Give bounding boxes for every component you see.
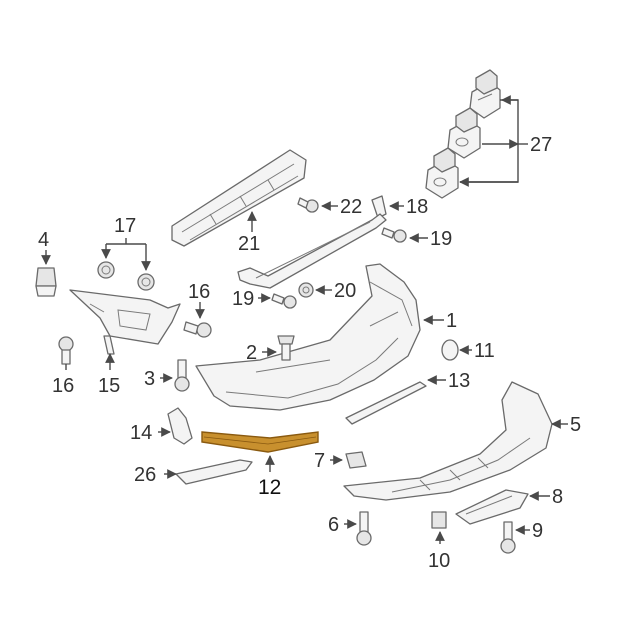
bracket-18: 18 [371, 195, 428, 219]
callout-10: 10 [428, 550, 450, 572]
callout-6: 6 [328, 514, 339, 536]
trim-26: 26 [134, 459, 253, 486]
bumper-support-rail [237, 213, 387, 289]
callout-21: 21 [238, 233, 260, 255]
bracket-14: 14 [130, 407, 193, 445]
clip-10: 10 [428, 511, 450, 572]
callout-7: 7 [314, 450, 325, 472]
callout-26: 26 [134, 464, 156, 486]
callout-9: 9 [532, 520, 543, 542]
callout-18: 18 [406, 196, 428, 218]
bolt-19-right: 19 [381, 227, 452, 250]
bolt-3: 3 [144, 359, 190, 392]
parking-sensor-middle [447, 107, 481, 159]
callout-16-left: 16 [52, 375, 74, 397]
callout-16-right: 16 [188, 281, 210, 303]
bracket-15: 15 [69, 289, 181, 397]
parking-sensor-group: 27 [425, 69, 552, 199]
bolt-16-left: 16 [52, 336, 74, 397]
callout-19-right: 19 [430, 228, 452, 250]
nut-4: 4 [35, 229, 57, 297]
bolt-6: 6 [328, 511, 372, 546]
bolt-22: 22 [297, 196, 362, 218]
callout-17: 17 [114, 215, 136, 237]
callout-20: 20 [334, 280, 356, 302]
clip-17-group: 17 [97, 215, 155, 291]
panel-8: 8 [455, 486, 563, 525]
callout-12: 12 [258, 476, 281, 499]
bolt-9: 9 [500, 520, 543, 554]
clip-7: 7 [314, 450, 367, 472]
callout-15: 15 [98, 375, 120, 397]
callout-3: 3 [144, 368, 155, 390]
callout-22: 22 [340, 196, 362, 218]
callout-5: 5 [570, 414, 581, 436]
lower-diffuser: 5 [343, 381, 581, 501]
callout-4: 4 [38, 229, 49, 251]
callout-27: 27 [530, 134, 552, 156]
cap-11: 11 [441, 339, 495, 362]
bumper-cover: 1 [195, 263, 457, 411]
callout-14: 14 [130, 422, 152, 444]
parking-sensor-bottom [425, 147, 459, 199]
bolt-16-right: 16 [183, 281, 212, 338]
callout-11: 11 [474, 340, 495, 362]
callout-2: 2 [246, 342, 257, 364]
callout-13: 13 [448, 370, 470, 392]
callout-1: 1 [446, 310, 457, 332]
trim-strip-13: 13 [345, 370, 470, 425]
highlighted-strip-12: 12 [201, 431, 319, 499]
bolt-19-left: 19 [232, 288, 297, 310]
callout-8: 8 [552, 486, 563, 508]
bolt-2: 2 [246, 335, 295, 364]
clip-20: 20 [298, 280, 356, 302]
parking-sensor-top [469, 69, 501, 119]
callout-19-left: 19 [232, 288, 254, 310]
reinforcement-beam: 21 [171, 149, 307, 255]
